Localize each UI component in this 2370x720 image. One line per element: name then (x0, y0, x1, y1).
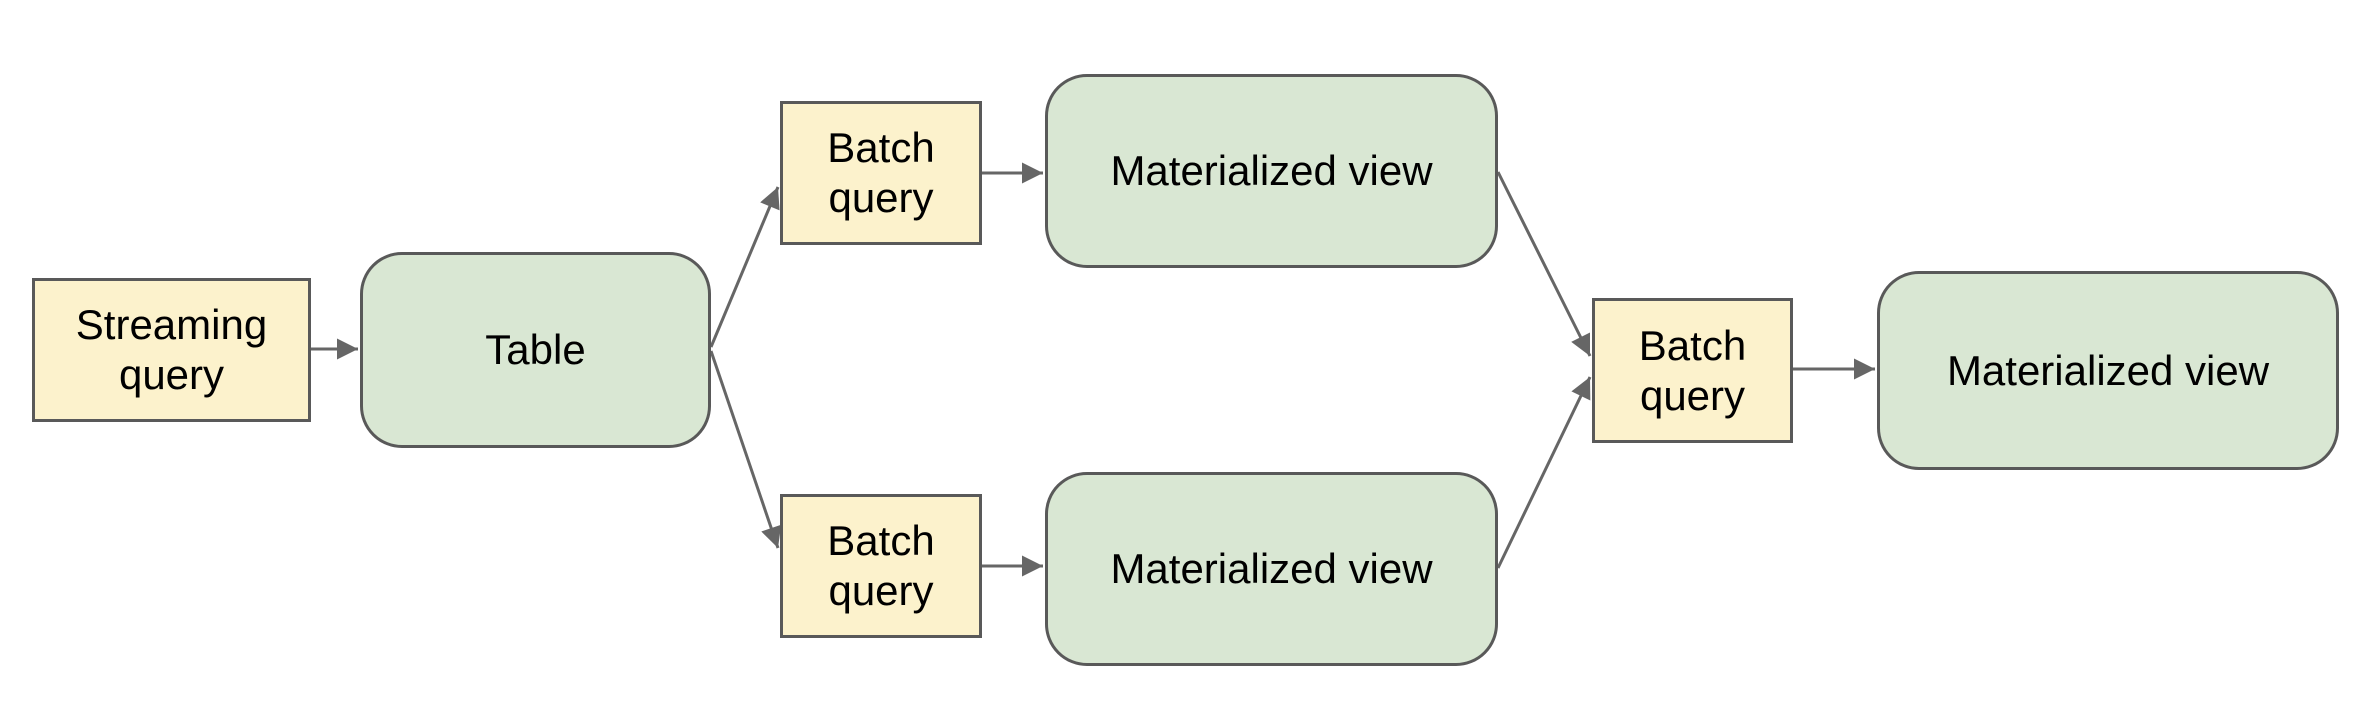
node-batch-query-bottom-label: Batch query (827, 517, 935, 614)
node-table-label: Table (485, 326, 586, 374)
node-streaming-query: Streaming query (32, 278, 311, 422)
node-materialized-view-right: Materialized view (1877, 271, 2339, 470)
node-batch-query-top-label: Batch query (827, 124, 935, 221)
node-materialized-view-right-label: Materialized view (1946, 346, 2270, 394)
node-batch-query-bottom: Batch query (780, 494, 982, 638)
node-batch-query-top: Batch query (780, 101, 982, 245)
edge-table-to-batch-query-bottom (709, 350, 782, 549)
edge-mv-top-to-batch-query-right (1496, 171, 1592, 357)
node-batch-query-right-label: Batch query (1638, 321, 1747, 419)
node-materialized-view-bottom: Materialized view (1045, 472, 1498, 666)
node-batch-query-right: Batch query (1592, 298, 1793, 443)
node-materialized-view-top: Materialized view (1045, 74, 1498, 268)
node-table: Table (360, 252, 711, 448)
edge-mv-bottom-to-batch-query-right (1496, 376, 1592, 569)
edge-table-to-batch-query-top (709, 186, 780, 348)
node-materialized-view-bottom-label: Materialized view (1110, 545, 1433, 593)
node-materialized-view-top-label: Materialized view (1110, 147, 1433, 195)
node-streaming-query-label: Streaming query (75, 301, 268, 398)
